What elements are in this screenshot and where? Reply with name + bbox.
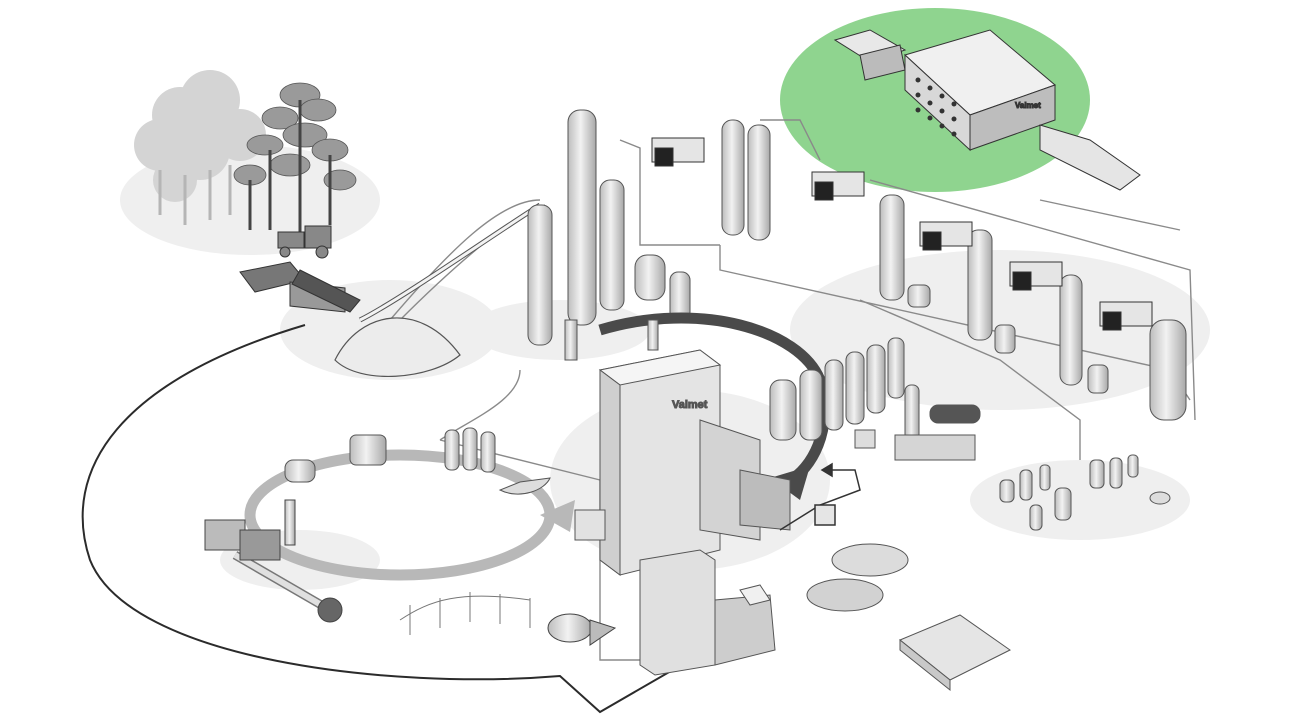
bleaching-towers	[721, 119, 1187, 421]
lime-kiln	[204, 499, 343, 623]
harvester-machine	[277, 225, 332, 259]
washer-units	[651, 137, 1153, 331]
clarifier-discs	[806, 543, 909, 612]
log-conveyor	[239, 261, 361, 313]
lime-cycle	[244, 427, 606, 581]
water-treatment-building	[899, 614, 1011, 692]
boiler-brand-label: Valmet	[672, 399, 708, 411]
process-flow-arrow	[598, 312, 830, 485]
dryer-brand-label: Valmet	[1015, 101, 1041, 110]
pulp-drying-machine: Valmet	[833, 29, 1141, 191]
recovery-boiler: Valmet	[598, 349, 791, 576]
evaporation-plant	[769, 337, 981, 461]
chemical-plant	[999, 454, 1171, 531]
main-loop-line	[81, 324, 691, 714]
digester-towers	[527, 109, 691, 361]
feed-arrow	[779, 462, 861, 531]
power-boiler	[639, 549, 776, 676]
transmission-line	[399, 592, 531, 635]
silo-tower	[647, 319, 659, 351]
forest-area	[134, 70, 357, 259]
turbine	[547, 613, 617, 646]
chip-pile	[334, 202, 542, 378]
